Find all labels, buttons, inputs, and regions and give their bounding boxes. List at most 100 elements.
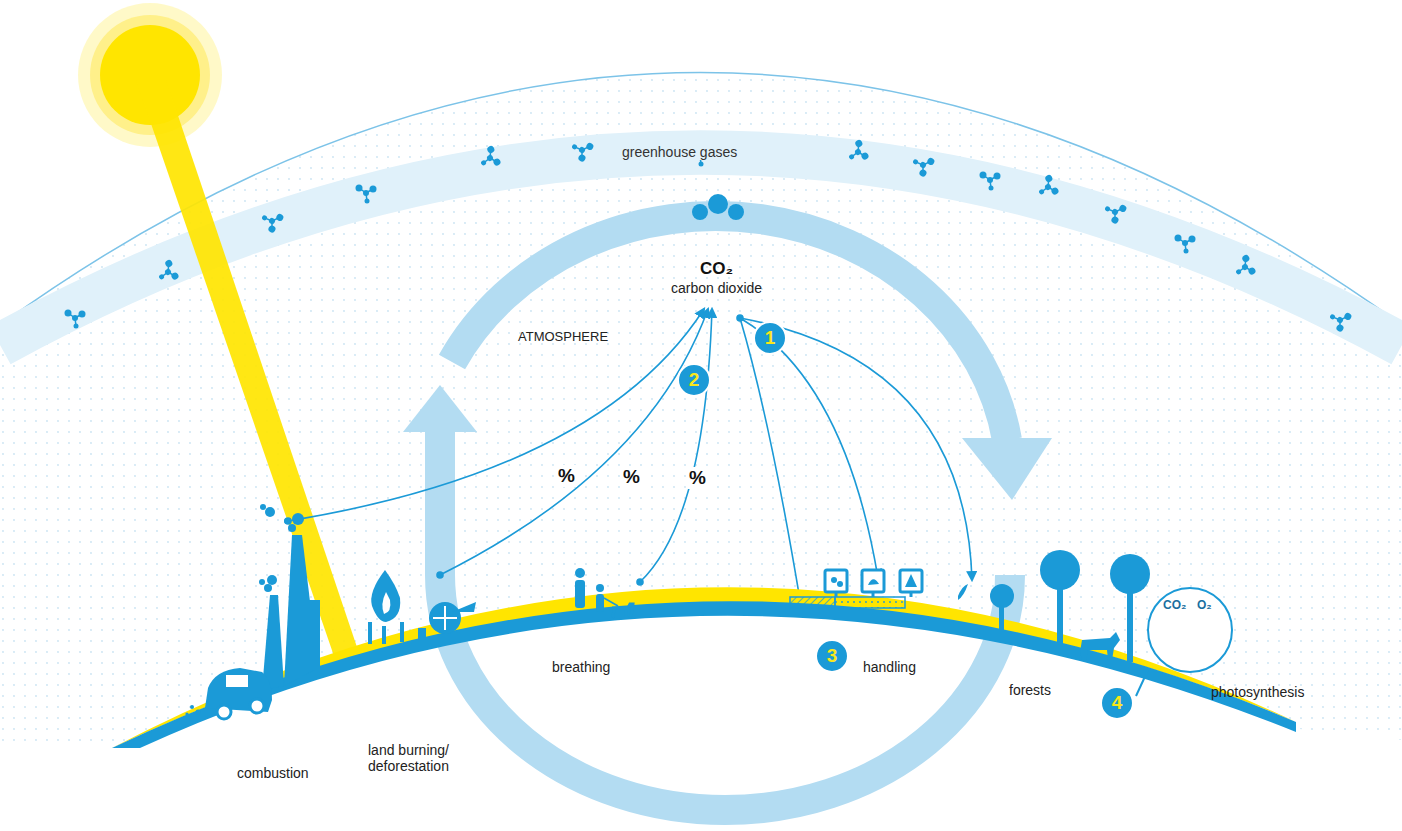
greenhouse-molecules-part-part (912, 158, 919, 165)
factory-part (265, 507, 275, 517)
label-text: carbon dioxide (671, 280, 762, 296)
gas-label: O₂ (1197, 598, 1212, 612)
callout-text: 3 (827, 645, 838, 667)
greenhouse-molecules-part-part (365, 199, 370, 204)
cycle-arrowheads-part (403, 385, 477, 432)
emission-lines-part (288, 309, 704, 521)
emission-lines-part (637, 579, 643, 585)
forest-part (990, 584, 1014, 608)
emission-lines-part (285, 518, 291, 524)
greenhouse-molecules-part (1101, 198, 1128, 226)
greenhouse-molecules-part-part (1329, 313, 1336, 320)
car-part (217, 705, 231, 719)
cut-tree-part (429, 602, 461, 634)
greenhouse-molecules-part-part (1104, 205, 1111, 212)
callout-text: 1 (765, 327, 776, 349)
greenhouse-molecules-part-part (65, 310, 72, 317)
greenhouse-molecules-part (1034, 174, 1061, 202)
greenhouse-molecules-part-part (370, 186, 377, 193)
percent-mark: % (687, 467, 708, 489)
greenhouse-molecules-part-part (1044, 183, 1052, 191)
absorption-lines-part (740, 318, 878, 578)
people-part (604, 598, 618, 606)
greenhouse-molecules-part-part (578, 146, 586, 154)
forest-part (1127, 590, 1133, 662)
greenhouse-molecules-part-part (268, 217, 276, 225)
atmosphere-region (0, 73, 1402, 746)
factory-part (264, 584, 272, 592)
greenhouse-molecules-part (356, 185, 377, 204)
handling-strip-part (790, 597, 835, 608)
atmosphere-region-part (0, 73, 1402, 746)
greenhouse-molecules-part-part (577, 153, 587, 163)
greenhouse-molecules-part (1175, 235, 1196, 254)
people-part (596, 584, 604, 592)
people-part (575, 580, 585, 608)
sun-part (136, 80, 362, 662)
label-text: ATMOSPHERE (518, 330, 608, 345)
label-text: breathing (552, 659, 610, 675)
greenhouse-molecules-part-part (480, 159, 487, 166)
greenhouse-molecules-part-part (926, 157, 936, 167)
car-part (185, 712, 188, 715)
greenhouse-molecules-part-part (1110, 215, 1120, 225)
greenhouse-molecules-part-part (585, 142, 595, 152)
forest-part (1057, 585, 1063, 647)
greenhouse-molecules-part-part (854, 148, 862, 156)
cut-tree-part (433, 606, 457, 630)
forest-part (958, 584, 968, 608)
greenhouse-molecules-part-part (1050, 186, 1060, 196)
greenhouse-molecules-part-part (860, 151, 870, 161)
callout-text: 4 (1112, 692, 1123, 714)
percent-mark: % (621, 466, 642, 488)
gas-label: CO₂ (1163, 598, 1186, 612)
factory-part (267, 575, 277, 585)
greenhouse-molecules-part-part (486, 145, 496, 155)
absorption-lines-part (740, 318, 972, 580)
car-part (196, 710, 201, 715)
greenhouse-molecules-part (65, 310, 86, 329)
greenhouse-molecules-part-part (1343, 312, 1353, 322)
greenhouse-molecules-part-part (1175, 235, 1182, 242)
label-text: CO₂ (700, 259, 733, 279)
callout-number: 1 (753, 321, 787, 355)
callout-number: 2 (677, 363, 711, 397)
fire-part (382, 626, 386, 644)
label-text: handling (863, 659, 916, 675)
forest-part (1110, 554, 1150, 594)
fire-part (371, 570, 400, 622)
greenhouse-molecules-part-part (848, 153, 855, 160)
greenhouse-molecules-part-part (919, 161, 927, 169)
cycle-arrows-part (452, 216, 1007, 440)
co2-molecule (692, 194, 744, 220)
emission-lines-part (437, 572, 443, 578)
car-part (190, 705, 194, 709)
co2-molecule-part (708, 194, 728, 214)
photosynthesis-circle: CO₂ O₂ (1147, 587, 1233, 673)
greenhouse-molecules-part-part (1182, 240, 1188, 246)
greenhouse-molecules-part-part (1189, 236, 1196, 243)
callout-text: 2 (689, 369, 700, 391)
forest-part (1080, 632, 1120, 660)
co2-molecule-part (728, 204, 744, 220)
factory-part (308, 600, 320, 670)
greenhouse-molecules-part (980, 172, 1001, 191)
greenhouse-molecules-part-part (1111, 208, 1119, 216)
greenhouse-molecules-part-part (1118, 204, 1128, 214)
label-text: forests (1009, 682, 1051, 698)
callout-number: 4 (1100, 686, 1134, 720)
factory-part (260, 504, 266, 510)
greenhouse-molecules-part-part (170, 271, 180, 281)
people-part (612, 604, 633, 618)
fire (368, 570, 404, 644)
greenhouse-molecules-part-part (275, 213, 285, 223)
handling-signs-part (837, 581, 843, 587)
factory-part (288, 524, 296, 532)
greenhouse-molecules-part-part (158, 273, 165, 280)
forest-part (999, 605, 1004, 635)
handling-signs-part (910, 592, 913, 597)
greenhouse-molecules-part-part (1247, 266, 1257, 276)
greenhouse-molecules-part-part (164, 268, 172, 276)
handling-signs-part (835, 592, 838, 597)
greenhouse-molecules-part-part (1044, 174, 1054, 184)
